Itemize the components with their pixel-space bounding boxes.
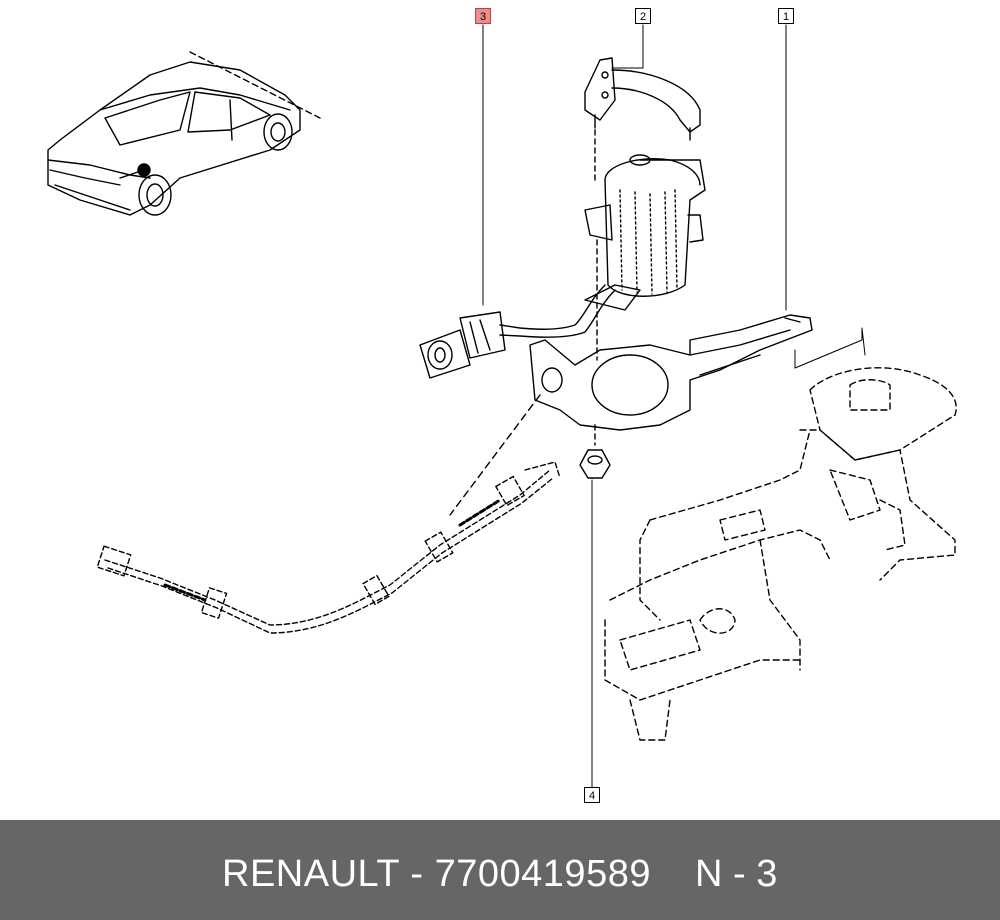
car-silhouette-icon	[47, 51, 321, 216]
vehicle-body-structure	[604, 367, 957, 741]
cable-assembly	[96, 461, 561, 634]
part-3-wiring-harness	[419, 284, 641, 379]
part-2-clamp	[584, 57, 701, 141]
actuator-motor	[584, 154, 706, 297]
part-number-label: RENAULT - 7700419589	[222, 853, 651, 895]
parts-diagram	[47, 24, 957, 789]
reference-label: N - 3	[695, 853, 778, 895]
callout-1[interactable]: 1	[778, 8, 794, 24]
part-4-nut	[579, 449, 611, 479]
callout-3[interactable]: 3	[475, 8, 491, 24]
footer-bar: RENAULT - 7700419589 N - 3	[0, 820, 1000, 920]
part-1-bracket	[529, 314, 813, 431]
callout-4[interactable]: 4	[584, 787, 600, 803]
callout-2[interactable]: 2	[635, 8, 651, 24]
